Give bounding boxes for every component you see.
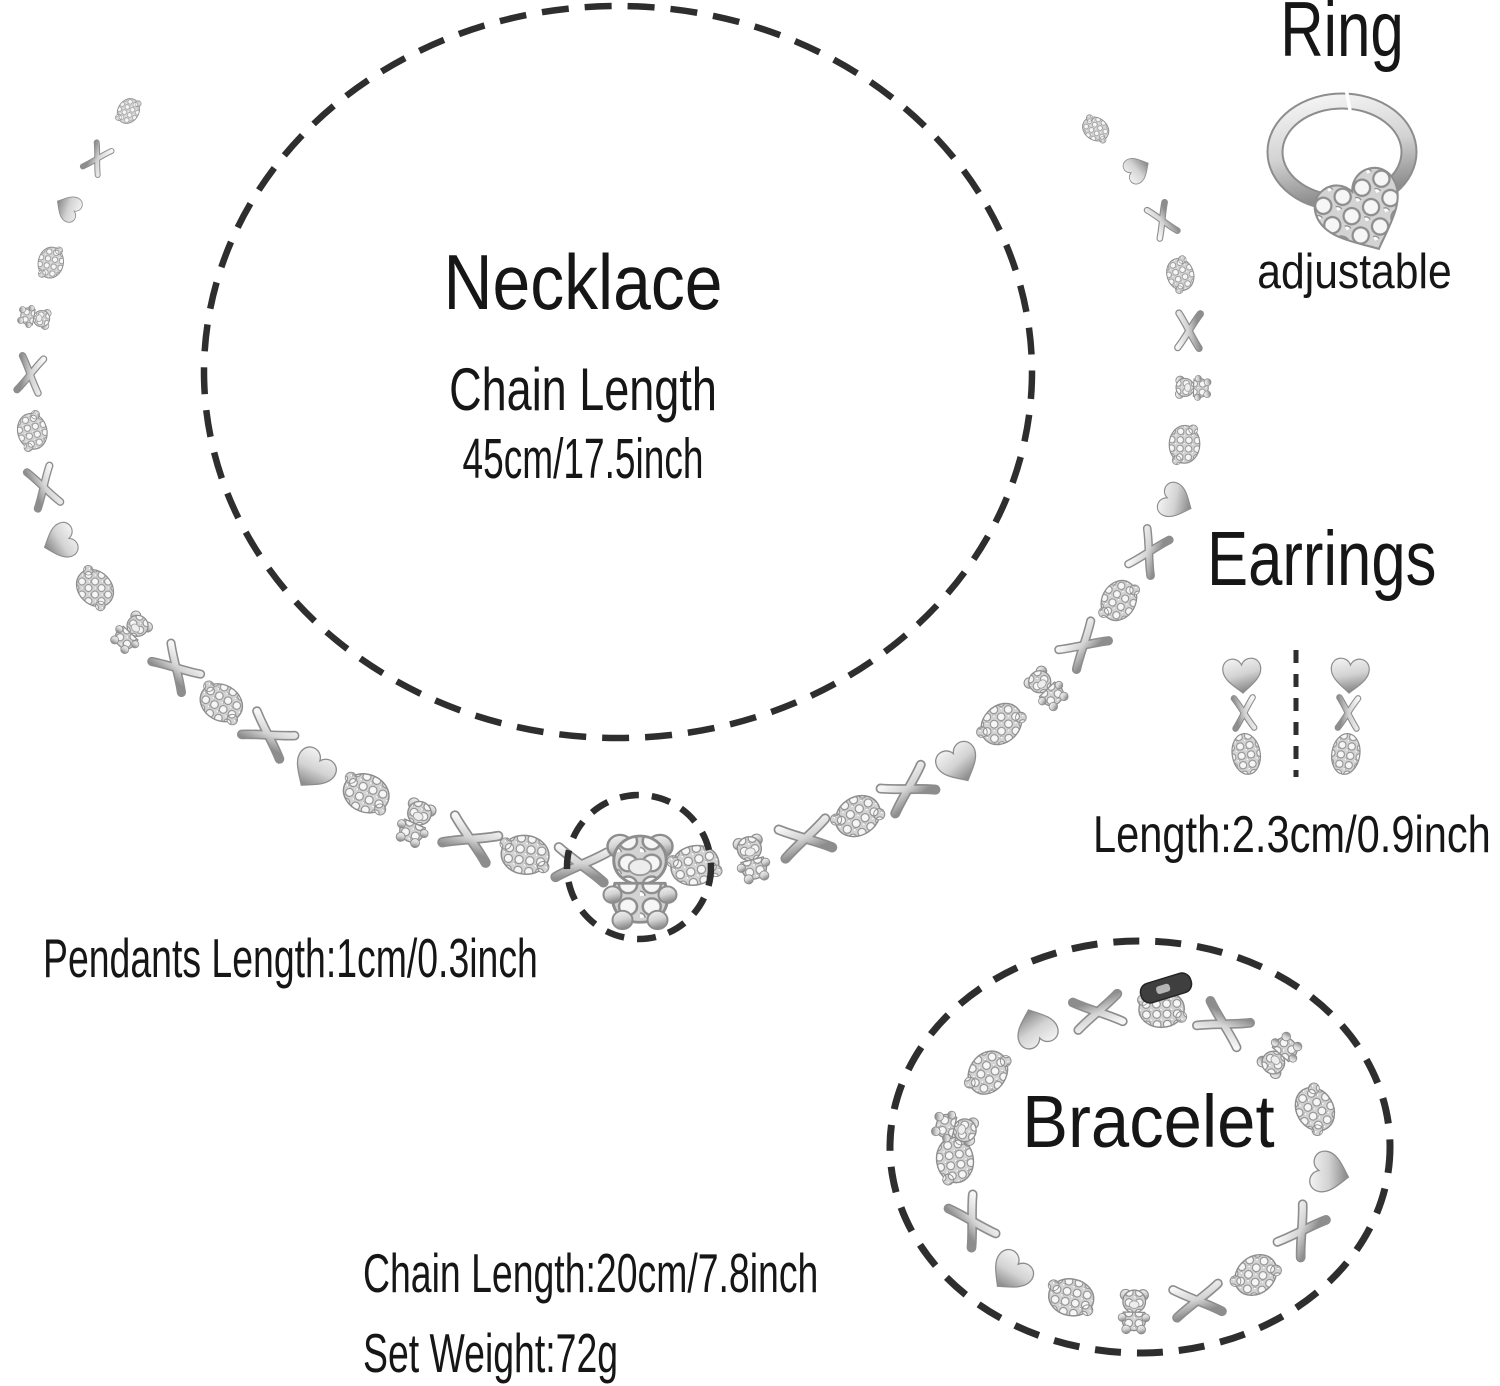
bracelet-image	[931, 972, 1350, 1335]
pendant-image	[602, 833, 678, 931]
bracelet-chain-note: Chain Length:20cm/7.8inch	[363, 1242, 819, 1304]
bracelet-title: Bracelet	[1022, 1080, 1275, 1163]
pendant-length-note: Pendants Length:1cm/0.3inch	[43, 927, 538, 989]
necklace-title: Necklace	[443, 238, 723, 326]
ring-image	[1266, 87, 1418, 251]
necklace-chain-label: Chain Length	[449, 356, 717, 423]
ring-adjustable-note: adjustable	[1257, 245, 1452, 299]
earrings-title: Earrings	[1207, 516, 1437, 602]
set-weight-note: Set Weight:72g	[363, 1322, 619, 1384]
pendant-callout-circle	[563, 791, 715, 943]
necklace-callout-circle	[200, 2, 1036, 742]
necklace-chain-value: 45cm/17.5inch	[462, 427, 704, 491]
ring-title: Ring	[1280, 0, 1404, 73]
necklace-image	[13, 98, 1212, 888]
earrings-image	[1222, 657, 1370, 775]
bracelet-callout-ellipse	[886, 937, 1394, 1357]
earrings-length-note: Length:2.3cm/0.9inch	[1093, 806, 1491, 864]
